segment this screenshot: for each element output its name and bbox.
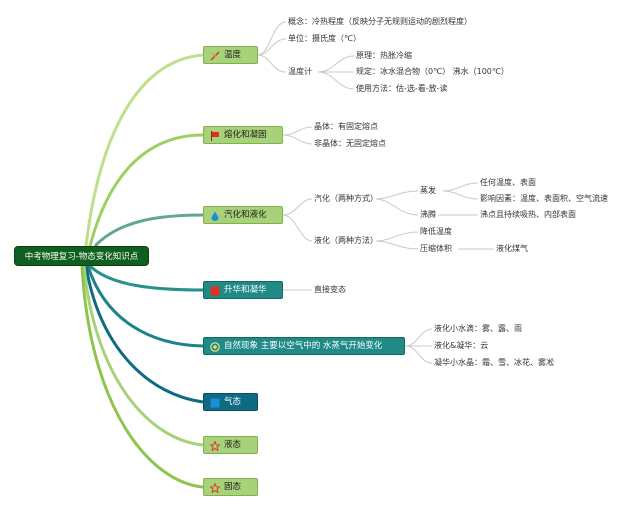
evaporation-label: 蒸发 — [420, 186, 436, 195]
thermometer-label: 温度计 — [288, 67, 312, 76]
branch-solid — [80, 265, 204, 489]
topic-nature[interactable]: 自然现象 主要以空气中的 水蒸气开始变化 — [203, 337, 405, 355]
melting-noncrystal: 非晶体：无固定熔点 — [314, 139, 386, 148]
red-square-icon — [210, 285, 220, 296]
topic-label: 气态 — [224, 397, 242, 407]
thermometer-usage: 使用方法：估-选-看-放-读 — [356, 84, 448, 93]
topic-gas[interactable]: 气态 — [203, 393, 258, 411]
root-topic[interactable]: 中考物理复习-物态变化知识点 — [14, 246, 149, 266]
evaporation-factors: 影响因素：温度、表面积、空气流速 — [480, 194, 608, 203]
temp-concept: 概念：冷热程度（反映分子无规则运动的剧烈程度） — [288, 17, 472, 26]
branch-temperature — [84, 53, 204, 247]
blue-square-icon — [210, 397, 220, 408]
liquefy-lower-temp: 降低温度 — [420, 227, 452, 236]
branch-nature — [86, 265, 204, 348]
branch-sublimation — [88, 264, 204, 292]
topic-label: 汽化和液化 — [224, 210, 267, 220]
topic-temperature[interactable]: 温度 — [203, 46, 258, 64]
topic-label: 液态 — [224, 440, 242, 450]
topic-label: 温度 — [224, 50, 242, 60]
red-flag-icon — [210, 130, 220, 141]
sublimation-direct: 直接变态 — [314, 285, 346, 294]
thermometer-principle: 原理：热胀冷缩 — [356, 51, 412, 60]
liquefy-label: 液化（两种方法） — [314, 236, 378, 245]
topic-label: 升华和凝华 — [224, 285, 267, 295]
topic-melting[interactable]: 熔化和凝固 — [203, 126, 283, 144]
water-drop-icon — [210, 210, 220, 221]
topic-sublimation[interactable]: 升华和凝华 — [203, 281, 283, 299]
branch-melting — [88, 133, 204, 247]
target-icon — [210, 341, 220, 352]
branch-liquid — [82, 265, 204, 447]
topic-label: 熔化和凝固 — [224, 130, 267, 140]
temp-unit: 单位：摄氏度（℃） — [288, 34, 361, 43]
boiling-label: 沸腾 — [420, 210, 436, 219]
nature-liquefy-drops: 液化小水滴：雾、露、雨 — [434, 324, 522, 333]
branch-vaporization — [93, 213, 204, 248]
boiling-detail: 沸点且持续吸热、内部表面 — [480, 210, 576, 219]
thermometer-rule: 规定：冰水混合物（0℃） 沸水（100℃） — [356, 67, 509, 76]
liquefy-compress-detail: 液化煤气 — [496, 244, 528, 253]
vaporize-label: 汽化（两种方式） — [314, 194, 378, 203]
topic-vaporization[interactable]: 汽化和液化 — [203, 206, 283, 224]
star-icon — [209, 482, 221, 494]
melting-crystal: 晶体：有固定熔点 — [314, 122, 378, 131]
topic-solid[interactable]: 固态 — [203, 478, 258, 496]
star-icon — [209, 440, 221, 452]
liquefy-compress: 压缩体积 — [420, 244, 452, 253]
topic-label: 固态 — [224, 482, 242, 492]
pencil-ruler-icon — [210, 50, 220, 61]
topic-label: 自然现象 主要以空气中的 水蒸气开始变化 — [224, 341, 383, 351]
nature-liquefy-deposit: 液化&凝华：云 — [434, 341, 489, 350]
branch-gas — [84, 265, 204, 404]
evaporation-any: 任何温度、表面 — [480, 178, 536, 187]
nature-deposit-crystals: 凝华小水晶：霜、雪、冰花、雾凇 — [434, 358, 554, 367]
topic-liquid[interactable]: 液态 — [203, 436, 258, 454]
